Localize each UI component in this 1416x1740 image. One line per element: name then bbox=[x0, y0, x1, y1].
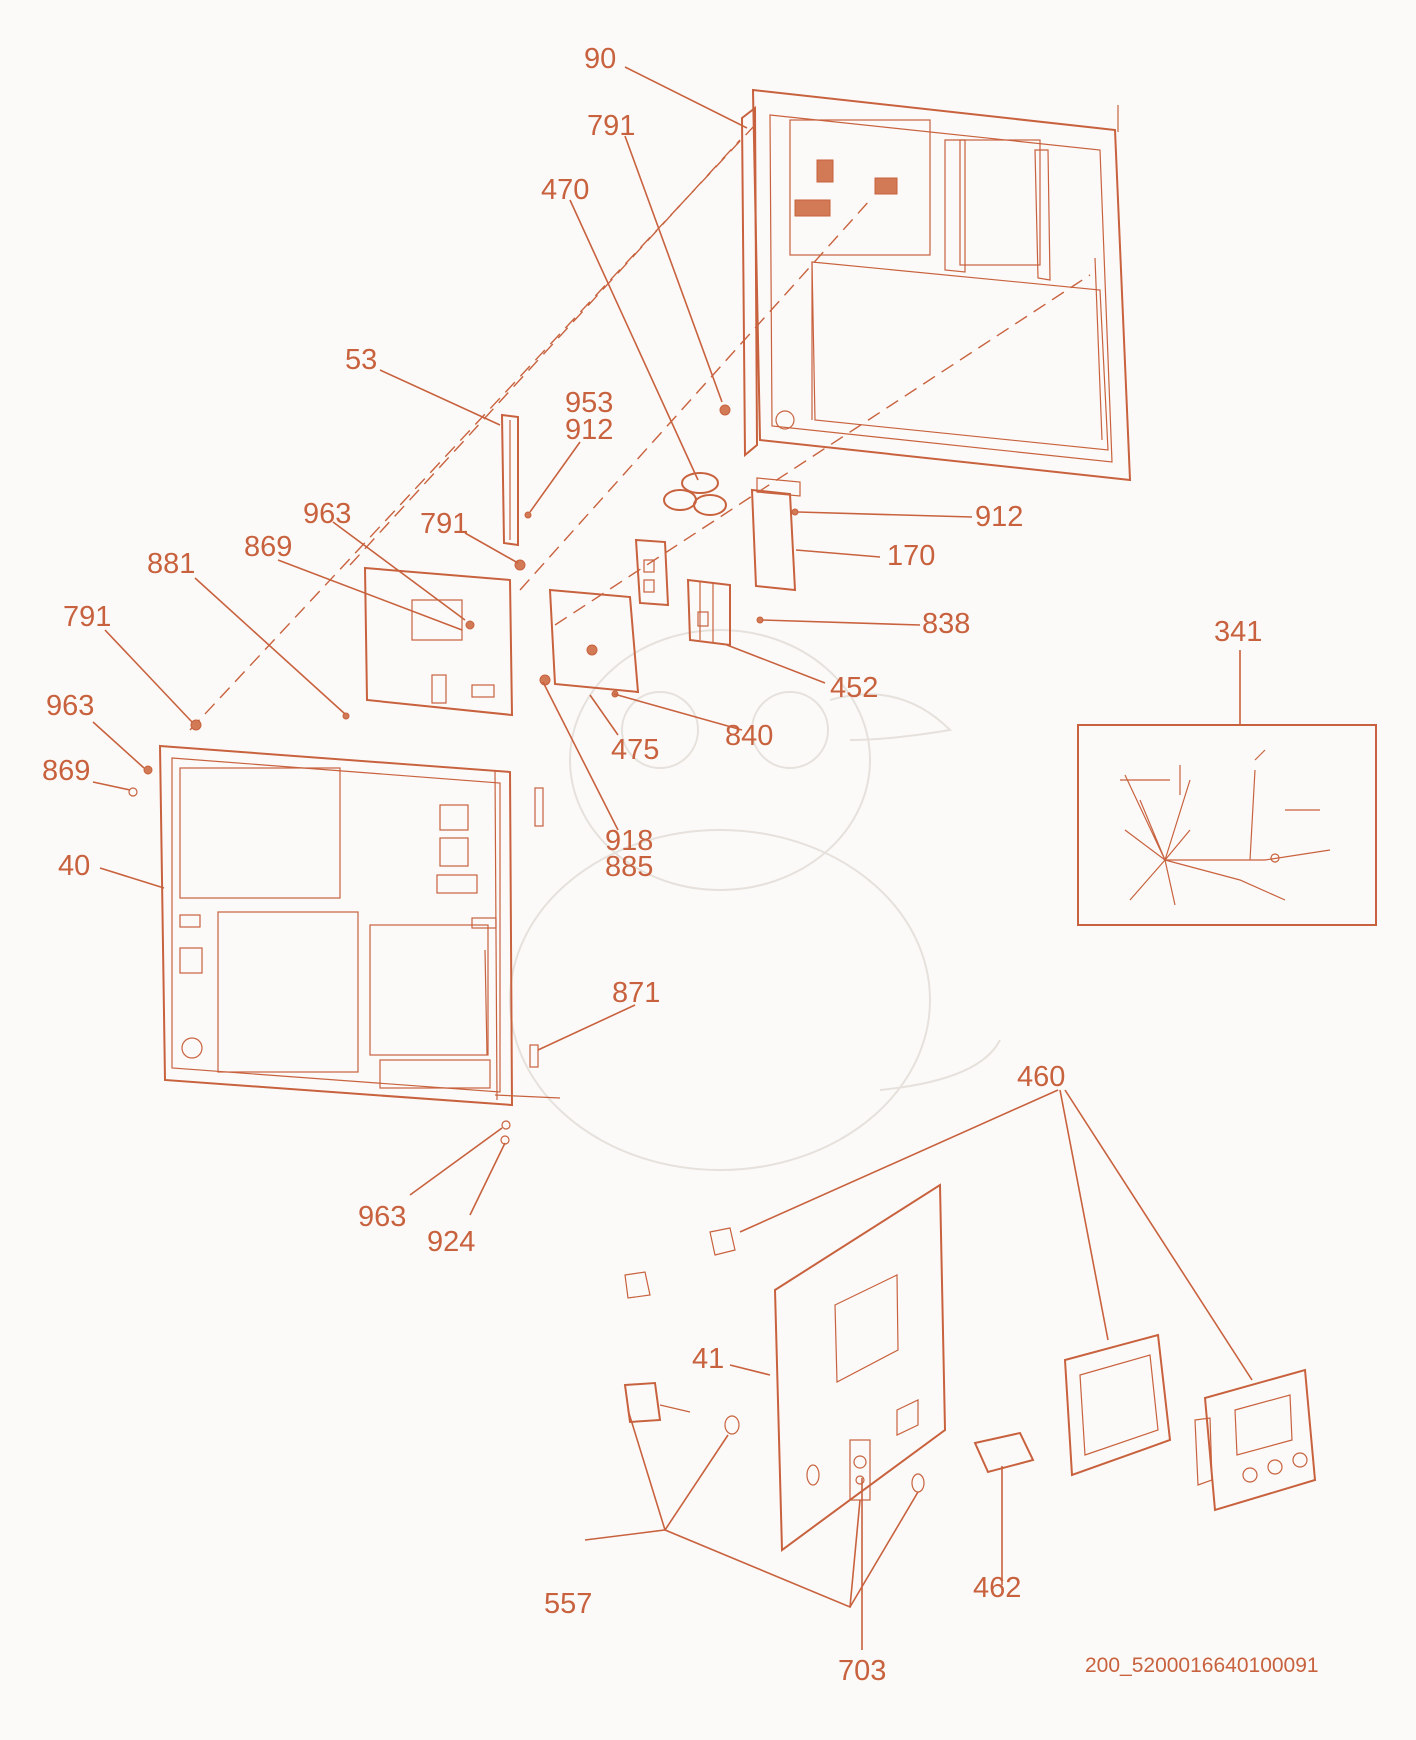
callout-924: 924 bbox=[427, 1226, 476, 1258]
part-557-switch bbox=[623, 1381, 925, 1493]
callout-881: 881 bbox=[147, 548, 196, 580]
callout-557: 557 bbox=[544, 1588, 593, 1620]
part-460-frame bbox=[1063, 1333, 1172, 1477]
leader-lines bbox=[92, 66, 1253, 1650]
callout-869: 869 bbox=[42, 755, 91, 787]
part-869-screw bbox=[128, 787, 138, 797]
part-791-nut bbox=[719, 404, 731, 416]
part-881-plate bbox=[342, 566, 514, 720]
callout-953: 953 bbox=[565, 387, 614, 419]
callout-475: 475 bbox=[611, 734, 660, 766]
part-470-ferrite bbox=[663, 472, 727, 516]
callout-963: 963 bbox=[303, 498, 352, 530]
callout-470: 470 bbox=[541, 174, 590, 206]
part-460-display bbox=[1194, 1368, 1317, 1512]
callout-452: 452 bbox=[830, 672, 879, 704]
callout-53: 53 bbox=[345, 344, 378, 376]
callout-871: 871 bbox=[612, 977, 661, 1009]
part-791-nut-c bbox=[190, 719, 202, 731]
part-924-screw bbox=[500, 1135, 510, 1145]
callout-170: 170 bbox=[887, 540, 936, 572]
part-963-washer bbox=[143, 765, 153, 775]
part-452-breaker bbox=[686, 578, 731, 647]
callout-912: 912 bbox=[975, 501, 1024, 533]
watermark-mascot bbox=[509, 629, 1001, 1171]
callout-40: 40 bbox=[58, 850, 91, 882]
callout-341: 341 bbox=[1214, 616, 1263, 648]
callout-41: 41 bbox=[692, 1343, 725, 1375]
part-170-bracket bbox=[750, 477, 801, 624]
callout-703: 703 bbox=[838, 1655, 887, 1687]
callout-840: 840 bbox=[725, 720, 774, 752]
assembly-guide-lines bbox=[189, 124, 1091, 731]
part-90-housing bbox=[740, 88, 1132, 482]
callout-838: 838 bbox=[922, 608, 971, 640]
callout-912: 912 bbox=[565, 414, 614, 446]
part-40-panel bbox=[158, 744, 561, 1107]
callout-791: 791 bbox=[63, 601, 112, 633]
part-912-screw bbox=[524, 511, 532, 519]
callout-963: 963 bbox=[46, 690, 95, 722]
callout-885: 885 bbox=[605, 851, 654, 883]
part-460-clips bbox=[624, 1227, 736, 1299]
part-41-cover bbox=[773, 1183, 947, 1552]
callout-462: 462 bbox=[973, 1572, 1022, 1604]
callout-918: 918 bbox=[605, 825, 654, 857]
part-963-washer-b bbox=[501, 1120, 511, 1130]
part-871-bolt bbox=[529, 1044, 539, 1068]
callout-460: 460 bbox=[1017, 1061, 1066, 1093]
callout-869: 869 bbox=[244, 531, 293, 563]
part-341-harness bbox=[1077, 724, 1377, 926]
callout-791: 791 bbox=[587, 110, 636, 142]
figure-reference: 200_5200016640100091 bbox=[1085, 1654, 1319, 1677]
part-462-plug bbox=[973, 1431, 1035, 1474]
callout-90: 90 bbox=[584, 43, 617, 75]
callout-963: 963 bbox=[358, 1201, 407, 1233]
callout-791: 791 bbox=[420, 508, 469, 540]
part-53-rail bbox=[500, 413, 519, 547]
